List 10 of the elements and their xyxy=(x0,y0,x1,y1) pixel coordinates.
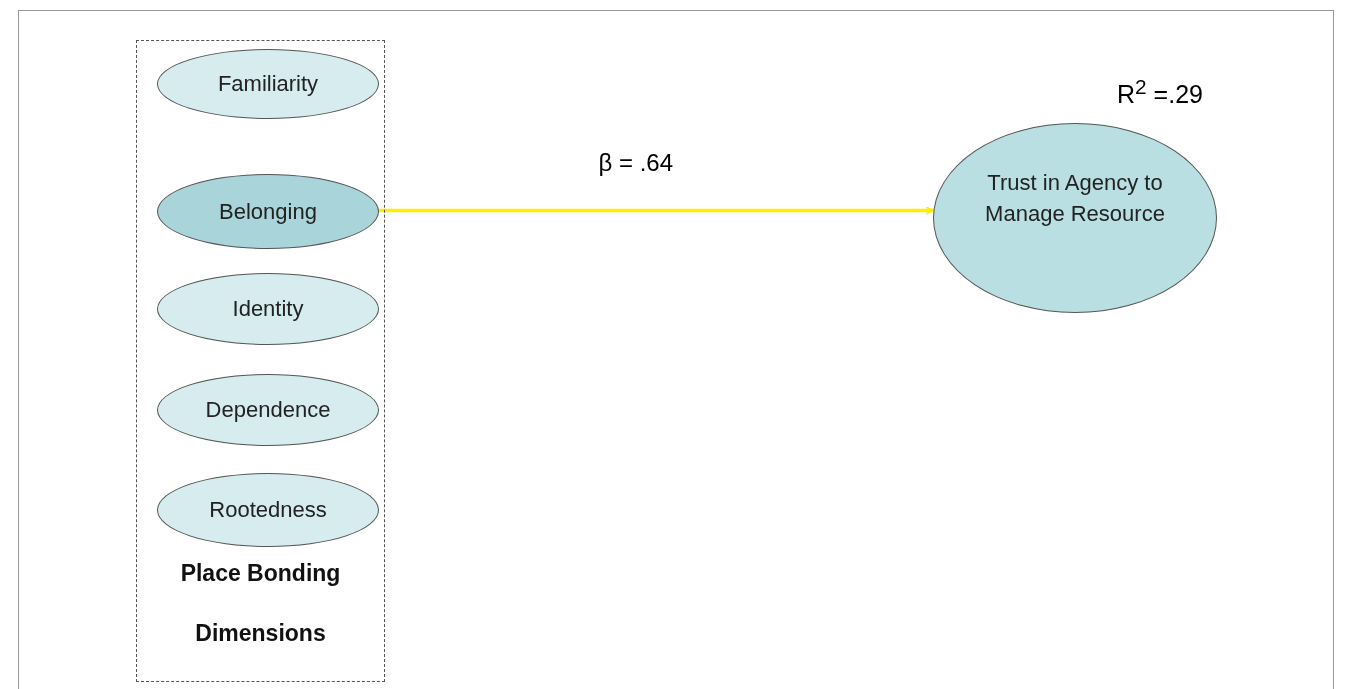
construct-ellipse: Identity xyxy=(157,273,379,345)
dashed-group-box xyxy=(136,40,385,682)
construct-ellipse: Familiarity xyxy=(157,49,379,119)
r-squared-label: R$^{2}$ =.29 xyxy=(1117,75,1203,110)
construct-ellipse: Rootedness xyxy=(157,473,379,547)
arrow xyxy=(378,206,934,215)
group-title: Place Bonding Dimensions xyxy=(179,559,342,648)
construct-ellipse: Belonging xyxy=(157,174,379,249)
construct-ellipse: Trust in Agency to Manage Resource xyxy=(933,123,1217,313)
construct-ellipse: Dependence xyxy=(157,374,379,446)
